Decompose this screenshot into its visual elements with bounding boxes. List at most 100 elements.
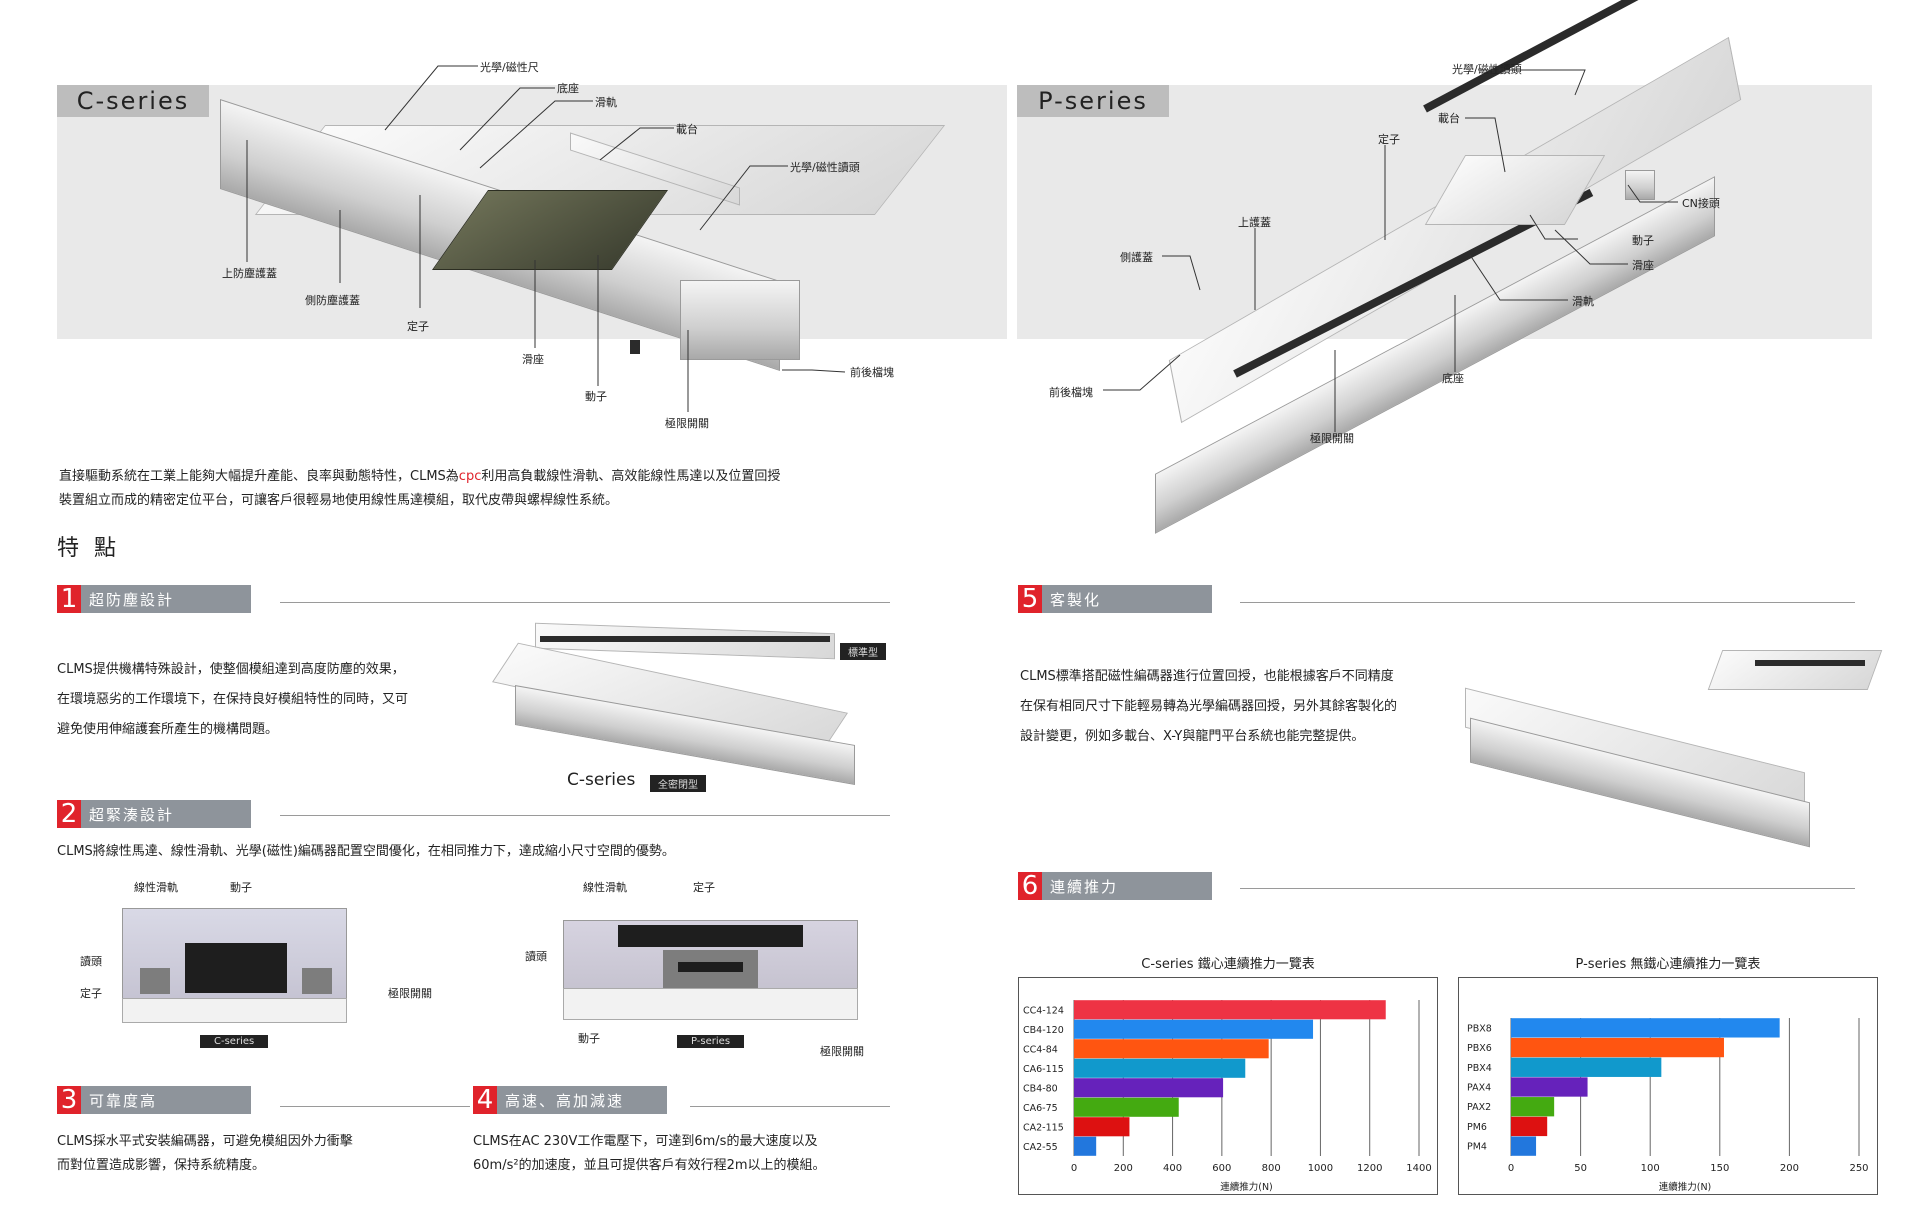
p-xs-label-limit: 極限開關 — [820, 1045, 864, 1058]
c-callout-side-cover: 側防塵護蓋 — [305, 294, 360, 307]
feature-1-text: CLMS提供機構特殊設計，使整個模組達到高度防塵的效果， 在環境惡劣的工作環境下… — [57, 655, 477, 745]
c-module-limit-switch — [630, 340, 640, 354]
bar-pm4 — [1511, 1136, 1537, 1156]
intro-line1-a: 直接驅動系統在工業上能夠大幅提升產能、良率與動態特性，CLMS為 — [59, 469, 459, 484]
bar-cb4-80 — [1074, 1078, 1224, 1098]
c-series-tag: C-series — [57, 85, 209, 117]
c-callout-rail: 滑軌 — [595, 96, 617, 109]
x-tick-label: 50 — [1574, 1163, 1587, 1174]
category-label: PM6 — [1467, 1122, 1487, 1133]
feature-5-line-2: 在保有相同尺寸下能輕易轉為光學編碼器回授，另外其餘客製化的 — [1020, 699, 1398, 714]
bar-pax2 — [1511, 1097, 1555, 1117]
x-tick-label: 400 — [1163, 1163, 1182, 1174]
feature-5-line-1: CLMS標準搭配磁性編碼器進行位置回授，也能根據客戶不同精度 — [1020, 669, 1394, 684]
p-cross-section — [563, 920, 858, 1020]
xy-module-strip — [1755, 660, 1865, 666]
feature-2-number: 2 — [57, 799, 81, 829]
feature-1-line-2: 在環境惡劣的工作環境下，在保持良好模組特性的同時，又可 — [57, 692, 409, 707]
x-tick-label: 0 — [1071, 1163, 1077, 1174]
p-callout-mover: 動子 — [1632, 234, 1654, 247]
feature-5-module-image — [1455, 640, 1890, 850]
category-label: CA6-115 — [1023, 1064, 1064, 1075]
p-module-stage — [1424, 155, 1606, 225]
x-tick-label: 600 — [1212, 1163, 1231, 1174]
category-label: PAX4 — [1467, 1083, 1491, 1094]
c-xs-label-readhead: 讀頭 — [80, 955, 102, 968]
feature-3-header: 3 可靠度高 — [57, 1085, 251, 1115]
feature-5-number: 5 — [1018, 584, 1042, 614]
p-callout-base: 底座 — [1442, 372, 1464, 385]
feature-5-rule — [1240, 602, 1855, 603]
category-label: PBX6 — [1467, 1043, 1492, 1054]
c-module-end-block — [680, 280, 800, 360]
category-label: PBX8 — [1467, 1023, 1492, 1034]
feature-3-line-1: CLMS採水平式安裝編碼器，可避免模組因外力衝擊 — [57, 1134, 353, 1149]
features-title: 特 點 — [57, 536, 120, 561]
p-callout-side-cover: 側護蓋 — [1120, 251, 1153, 264]
p-callout-slider: 滑座 — [1632, 259, 1654, 272]
badge-sealed: 全密閉型 — [650, 775, 706, 792]
p-xs-base — [563, 988, 858, 1020]
feature-2-label: 超緊湊設計 — [81, 800, 251, 828]
x-tick-label: 200 — [1114, 1163, 1133, 1174]
category-label: PBX4 — [1467, 1063, 1492, 1074]
c-series-module-image — [210, 70, 946, 371]
p-series-tag: P-series — [1017, 85, 1169, 117]
x-tick-label: 100 — [1641, 1163, 1660, 1174]
bar-pbx6 — [1511, 1037, 1724, 1058]
badge-standard: 標準型 — [840, 643, 886, 660]
intro-paragraph: 直接驅動系統在工業上能夠大幅提升產能、良率與動態特性，CLMS為cpc利用高負載… — [59, 465, 959, 513]
bar-ca6-115 — [1074, 1058, 1246, 1078]
p-xs-tag: P-series — [677, 1035, 745, 1048]
x-axis-label: 連續推力(N) — [1659, 1181, 1712, 1193]
c-cross-section — [122, 908, 347, 1023]
p-callout-stage: 載台 — [1438, 112, 1460, 125]
c-callout-limit: 極限開關 — [665, 417, 709, 430]
x-tick-label: 800 — [1262, 1163, 1281, 1174]
x-tick-label: 150 — [1710, 1163, 1729, 1174]
p-callout-stator: 定子 — [1378, 133, 1400, 146]
feature-2-header: 2 超緊湊設計 — [57, 799, 251, 829]
category-label: CC4-84 — [1023, 1044, 1058, 1055]
feature-1-label: 超防塵設計 — [81, 585, 251, 613]
feature-4-number: 4 — [473, 1085, 497, 1115]
c-callout-end-stop: 前後檔塊 — [850, 366, 894, 379]
feature-5-text: CLMS標準搭配磁性編碼器進行位置回授，也能根據客戶不同精度 在保有相同尺寸下能… — [1020, 662, 1460, 752]
standard-module-strip — [540, 636, 830, 642]
bar-pax4 — [1511, 1077, 1588, 1097]
feature-6-number: 6 — [1018, 871, 1042, 901]
feature-4-text: CLMS在AC 230V工作電壓下，可達到6m/s的最大速度以及 60m/s²的… — [473, 1130, 913, 1178]
x-tick-label: 200 — [1780, 1163, 1799, 1174]
c-xs-rail-left — [140, 968, 170, 994]
category-label: PM4 — [1467, 1142, 1487, 1153]
p-xs-stator — [618, 925, 803, 947]
p-xs-label-rail: 線性滑軌 — [583, 881, 627, 894]
feature-1-rule — [280, 602, 890, 603]
xy-module-top — [1707, 650, 1883, 690]
c-xs-rail-right — [302, 968, 332, 994]
feature-3-number: 3 — [57, 1085, 81, 1115]
c-xs-tag: C-series — [200, 1035, 269, 1048]
p-xs-mover-core — [678, 962, 743, 972]
feature-6-rule — [1240, 888, 1855, 889]
feature-6-label: 連續推力 — [1042, 872, 1212, 900]
c-xs-label-stator: 定子 — [80, 987, 102, 1000]
feature-4-label: 高速、高加減速 — [497, 1086, 667, 1114]
c-callout-scale: 光學/磁性尺 — [480, 61, 539, 74]
bar-pm6 — [1511, 1116, 1548, 1137]
feature-3-line-2: 而對位置造成影響，保持系統精度。 — [57, 1158, 266, 1173]
bar-ca2-55 — [1074, 1136, 1097, 1156]
x-axis-label: 連續推力(N) — [1220, 1181, 1273, 1193]
category-label: CA2-55 — [1023, 1142, 1058, 1153]
feature-4-header: 4 高速、高加減速 — [473, 1085, 667, 1115]
bar-cc4-84 — [1074, 1039, 1269, 1059]
p-module-connector — [1625, 170, 1655, 200]
x-tick-label: 0 — [1508, 1163, 1514, 1174]
c-callout-base: 底座 — [557, 82, 579, 95]
c-callout-slider: 滑座 — [522, 353, 544, 366]
bar-pbx4 — [1511, 1057, 1662, 1077]
category-label: CA6-75 — [1023, 1103, 1058, 1114]
feature-2-text: CLMS將線性馬達、線性滑軌、光學(磁性)編碼器配置空間優化，在相同推力下，達成… — [57, 844, 675, 859]
p-callout-rail: 滑軌 — [1572, 295, 1594, 308]
